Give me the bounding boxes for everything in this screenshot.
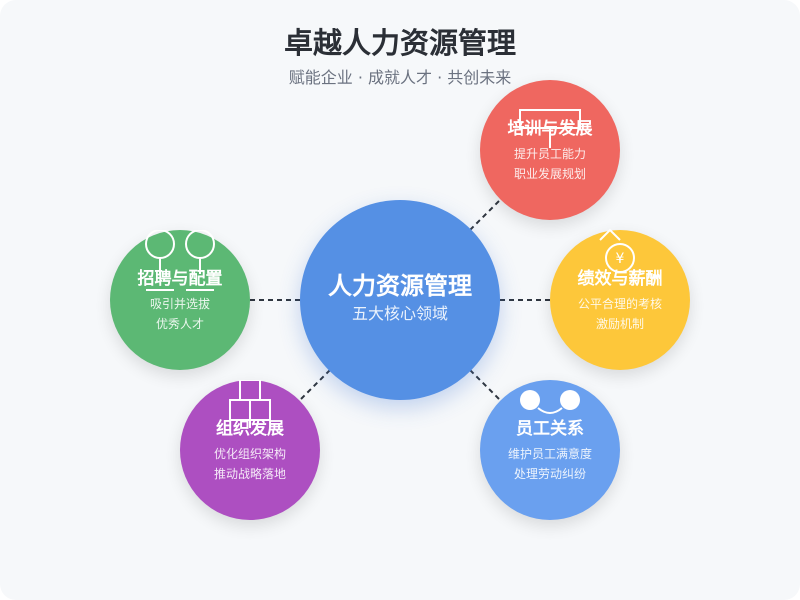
org-chart-icon (519, 109, 581, 148)
node-perf-line2: 激励机制 (595, 317, 644, 331)
node-recruit: 招聘与配置 吸引并选拔 优秀人才 (110, 230, 250, 370)
node-org-line2: 推动战略落地 (213, 467, 286, 481)
center-title: 人力资源管理 (328, 272, 472, 300)
node-relation-title: 员工关系 (516, 419, 584, 439)
center-subtitle: 五大核心领域 (351, 304, 448, 323)
node-relation-desc: 维护员工满意度 处理劳动纠纷 (480, 444, 620, 484)
center-node: 人力资源管理 五大核心领域 (300, 200, 500, 400)
node-perf-desc: 公平合理的考核 激励机制 (550, 294, 690, 334)
people-icon (145, 230, 215, 291)
node-recruit-desc: 吸引并选拔 优秀人才 (110, 294, 250, 334)
two-people-icon (520, 390, 580, 414)
svg-text:¥: ¥ (616, 251, 625, 267)
yen-coin-icon: ¥ (599, 228, 635, 273)
node-training: 培训与发展 提升员工能力 职业发展规划 (480, 80, 620, 220)
node-relation-line2: 处理劳动纠纷 (513, 467, 586, 481)
node-perf-line1: 公平合理的考核 (577, 297, 662, 311)
node-org: 组织发展 优化组织架构 推动战略落地 (180, 380, 320, 520)
node-training-desc: 提升员工能力 职业发展规划 (480, 144, 620, 184)
page-subtitle: 赋能企业 · 成就人才 · 共创未来 (288, 68, 512, 87)
node-recruit-line2: 优秀人才 (155, 317, 204, 331)
node-relation-line1: 维护员工满意度 (507, 447, 592, 461)
org-chart-icon (229, 380, 271, 428)
node-perf: ¥ 绩效与薪酬 公平合理的考核 激励机制 (550, 228, 690, 370)
node-org-desc: 优化组织架构 推动战略落地 (180, 444, 320, 484)
node-org-line1: 优化组织架构 (213, 447, 286, 461)
node-recruit-title: 招聘与配置 (137, 269, 223, 289)
page-title: 卓越人力资源管理 (283, 26, 516, 60)
node-training-title: 培训与发展 (507, 119, 593, 139)
node-training-line1: 提升员工能力 (513, 147, 586, 161)
node-perf-title: 绩效与薪酬 (577, 269, 663, 289)
node-training-line2: 职业发展规划 (513, 167, 586, 181)
node-recruit-line1: 吸引并选拔 (149, 297, 210, 311)
node-org-title: 组织发展 (216, 419, 284, 439)
node-relation: 员工关系 维护员工满意度 处理劳动纠纷 (480, 380, 620, 520)
